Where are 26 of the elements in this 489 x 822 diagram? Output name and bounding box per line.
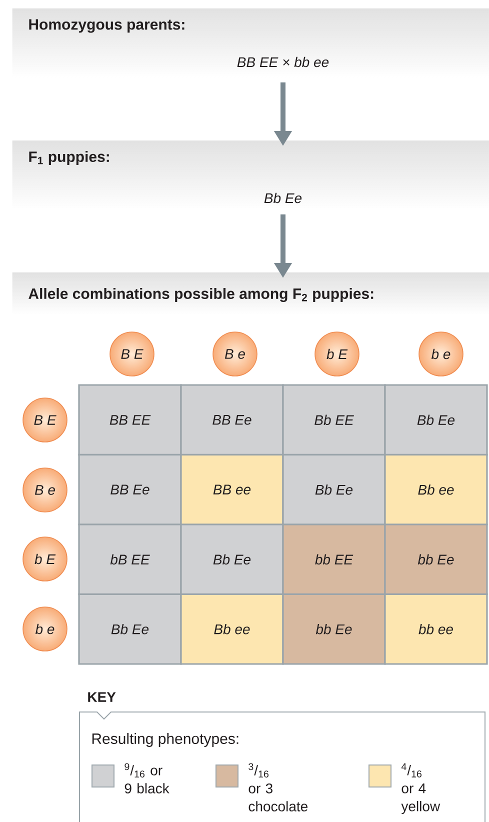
punnett-cell: bb Ee xyxy=(282,593,386,665)
punnett-cell: Bb Ee xyxy=(384,384,488,456)
punnett-cell: BB Ee xyxy=(78,454,182,526)
punnett-cell: BB ee xyxy=(180,454,284,526)
punnett-cell: bB EE xyxy=(78,524,182,596)
legend-text: $^{3}$/$_{16}$ or 3 chocolate xyxy=(248,763,308,812)
punnett-cell: bb ee xyxy=(384,593,488,665)
punnett-cell: BB Ee xyxy=(180,384,284,456)
key-subtitle: Resulting phenotypes: xyxy=(92,733,238,747)
genotype-text: Bb Ee xyxy=(264,192,302,204)
punnett-cell: Bb Ee xyxy=(78,593,182,665)
punnett-cell: Bb ee xyxy=(384,454,488,526)
section-heading: Homozygous parents: xyxy=(29,19,184,33)
punnett-cell: Bb ee xyxy=(180,593,284,665)
punnett-cell: Bb EE xyxy=(282,384,386,456)
section-heading: Allele combinations possible among F$_{2}$ puppies: xyxy=(28,288,374,302)
punnett-cell: bb Ee xyxy=(384,524,488,596)
legend-text: $^{9}$/$_{16}$ or 9 black xyxy=(124,763,170,794)
punnett-cell: bb EE xyxy=(282,524,386,596)
key-heading: KEY xyxy=(88,692,116,702)
punnett-cell: Bb Ee xyxy=(180,524,284,596)
punnett-cell: Bb Ee xyxy=(282,454,386,526)
punnett-cell: BB EE xyxy=(78,384,182,456)
genotype-text: BB EE × bb ee xyxy=(237,56,329,68)
legend-text: $^{4}$/$_{16}$ or 4 yellow xyxy=(401,763,440,814)
section-heading: F$_{1}$ puppies: xyxy=(29,151,109,165)
